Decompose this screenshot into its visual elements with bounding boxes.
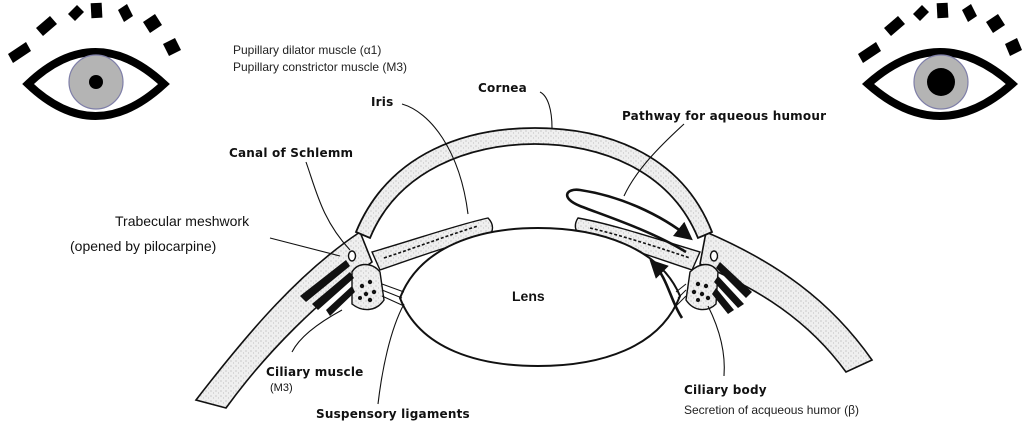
eye-icon-right: [858, 3, 1022, 116]
pupil-small-icon: [89, 75, 103, 89]
label-secretion-aqueous: Secretion of acqueous humor (β): [684, 404, 859, 418]
label-ciliary-muscle: Ciliary muscle: [266, 366, 364, 380]
label-pupillary-dilator: Pupillary dilator muscle (α1): [233, 44, 381, 58]
ciliary-body-right: [686, 265, 718, 310]
label-canal-of-schlemm: Canal of Schlemm: [229, 147, 353, 161]
label-ciliary-body: Ciliary body: [684, 384, 767, 398]
label-suspensory-ligaments: Suspensory ligaments: [316, 408, 470, 422]
canal-of-schlemm-right: [711, 251, 718, 261]
pupil-large-icon: [927, 68, 955, 96]
label-iris: Iris: [371, 96, 393, 110]
label-pathway-aqueous: Pathway for aqueous humour: [622, 110, 826, 124]
cornea: [356, 128, 712, 238]
label-lens: Lens: [512, 288, 545, 304]
label-ciliary-muscle-receptor: (M3): [270, 382, 293, 395]
label-trabecular-note: (opened by pilocarpine): [70, 238, 216, 254]
canal-of-schlemm-left: [349, 251, 356, 261]
label-pupillary-constrictor: Pupillary constrictor muscle (M3): [233, 61, 407, 75]
label-cornea: Cornea: [478, 82, 527, 96]
eye-icon-left: [8, 3, 181, 116]
label-trabecular-meshwork: Trabecular meshwork: [115, 213, 249, 229]
ciliary-body-left: [352, 265, 384, 310]
